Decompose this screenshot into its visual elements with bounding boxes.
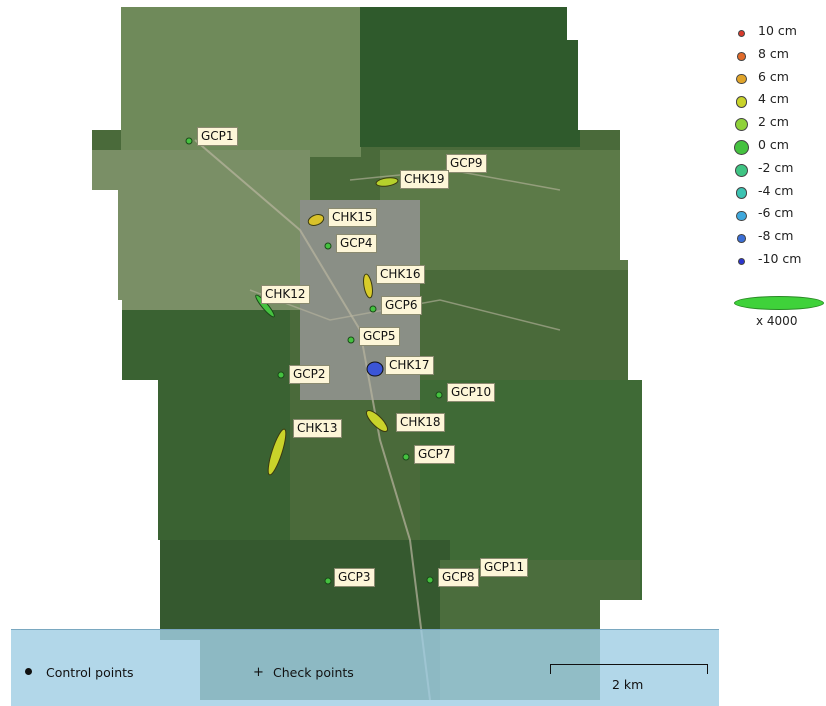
legend-swatch-icon bbox=[736, 73, 747, 85]
gcp10-marker[interactable] bbox=[435, 391, 443, 399]
chk19-marker[interactable] bbox=[375, 177, 399, 188]
legend-swatch-icon bbox=[735, 187, 748, 199]
point-label-gcp4: GCP4 bbox=[336, 234, 377, 253]
legend-label: -6 cm bbox=[758, 205, 794, 221]
point-label-chk13: CHK13 bbox=[293, 419, 342, 438]
legend-item: 0 cm bbox=[734, 136, 824, 159]
check-point-icon: + bbox=[253, 665, 264, 680]
chk16-marker[interactable] bbox=[362, 273, 374, 299]
point-label-gcp5: GCP5 bbox=[359, 327, 400, 346]
legend-label: -4 cm bbox=[758, 182, 794, 198]
point-label-gcp9: GCP9 bbox=[446, 154, 487, 173]
legend-label: 10 cm bbox=[758, 23, 797, 38]
legend-item: 6 cm bbox=[734, 68, 824, 91]
control-point-icon bbox=[25, 668, 32, 675]
legend-label: -8 cm bbox=[758, 228, 794, 244]
legend-item: -4 cm bbox=[734, 182, 824, 205]
gcp7-marker[interactable] bbox=[402, 453, 410, 461]
control-points-label: Control points bbox=[46, 665, 134, 680]
legend-item: 10 cm bbox=[734, 22, 824, 45]
chk12-marker[interactable] bbox=[254, 293, 277, 318]
legend-swatch-icon bbox=[736, 210, 747, 221]
check-points-label: Check points bbox=[273, 665, 354, 680]
legend-label: 4 cm bbox=[758, 91, 789, 107]
gcp6-marker[interactable] bbox=[369, 305, 377, 313]
point-label-gcp3: GCP3 bbox=[334, 568, 375, 587]
point-label-gcp7: GCP7 bbox=[414, 445, 455, 464]
legend-label: -2 cm bbox=[758, 159, 794, 175]
legend-label: 8 cm bbox=[758, 45, 789, 61]
gcp5-marker[interactable] bbox=[347, 336, 355, 344]
gcp3-marker[interactable] bbox=[324, 577, 332, 585]
legend-item: 2 cm bbox=[734, 113, 824, 136]
legend-swatch-icon bbox=[738, 30, 745, 37]
scale-bar bbox=[550, 664, 708, 674]
point-label-chk16: CHK16 bbox=[376, 265, 425, 284]
legend-item: 8 cm bbox=[734, 45, 824, 68]
gcp8-marker[interactable] bbox=[426, 576, 434, 584]
legend-swatch-icon bbox=[738, 257, 745, 265]
point-label-gcp2: GCP2 bbox=[289, 365, 330, 384]
point-label-chk17: CHK17 bbox=[385, 356, 434, 375]
legend-item: -10 cm bbox=[734, 250, 824, 273]
legend-item: 4 cm bbox=[734, 90, 824, 113]
gcp1-marker[interactable] bbox=[185, 137, 193, 145]
legend-swatch-icon bbox=[735, 95, 748, 108]
point-label-chk19: CHK19 bbox=[400, 170, 449, 189]
bottom-legend-bar bbox=[11, 629, 719, 706]
legend-swatch-icon bbox=[737, 51, 746, 61]
point-label-chk15: CHK15 bbox=[328, 208, 377, 227]
ellipse-scale-label: x 4000 bbox=[756, 314, 798, 328]
chk17-marker[interactable] bbox=[366, 361, 384, 377]
chk13-marker[interactable] bbox=[265, 428, 289, 477]
legend-item: -2 cm bbox=[734, 159, 824, 182]
chk18-marker[interactable] bbox=[364, 408, 391, 435]
legend-label: 0 cm bbox=[758, 136, 789, 152]
legend-item: -6 cm bbox=[734, 204, 824, 227]
scale-bar-label: 2 km bbox=[612, 677, 644, 692]
legend-swatch-icon bbox=[734, 163, 749, 177]
point-label-chk18: CHK18 bbox=[396, 413, 445, 432]
gcp4-marker[interactable] bbox=[324, 242, 332, 250]
ellipse-scale-swatch bbox=[734, 296, 824, 310]
legend-label: 6 cm bbox=[758, 68, 789, 84]
legend-item: -8 cm bbox=[734, 227, 824, 250]
legend-swatch-icon bbox=[737, 234, 746, 243]
point-label-gcp11: GCP11 bbox=[480, 558, 529, 577]
chk15-marker[interactable] bbox=[307, 213, 325, 228]
point-label-gcp8: GCP8 bbox=[438, 568, 479, 587]
gcp2-marker[interactable] bbox=[277, 371, 285, 379]
legend-label: -10 cm bbox=[758, 250, 802, 266]
point-markers bbox=[185, 137, 485, 585]
legend-swatch-icon bbox=[734, 117, 749, 132]
error-legend: 10 cm 8 cm 6 cm 4 cm 2 cm 0 cm -2 cm -4 cm -6 cm… bbox=[734, 22, 824, 273]
legend-label: 2 cm bbox=[758, 114, 789, 130]
point-label-gcp10: GCP10 bbox=[447, 383, 496, 402]
point-label-chk12: CHK12 bbox=[261, 285, 310, 304]
point-label-gcp6: GCP6 bbox=[381, 296, 422, 315]
legend-swatch-icon bbox=[734, 139, 749, 155]
point-label-gcp1: GCP1 bbox=[197, 127, 238, 146]
